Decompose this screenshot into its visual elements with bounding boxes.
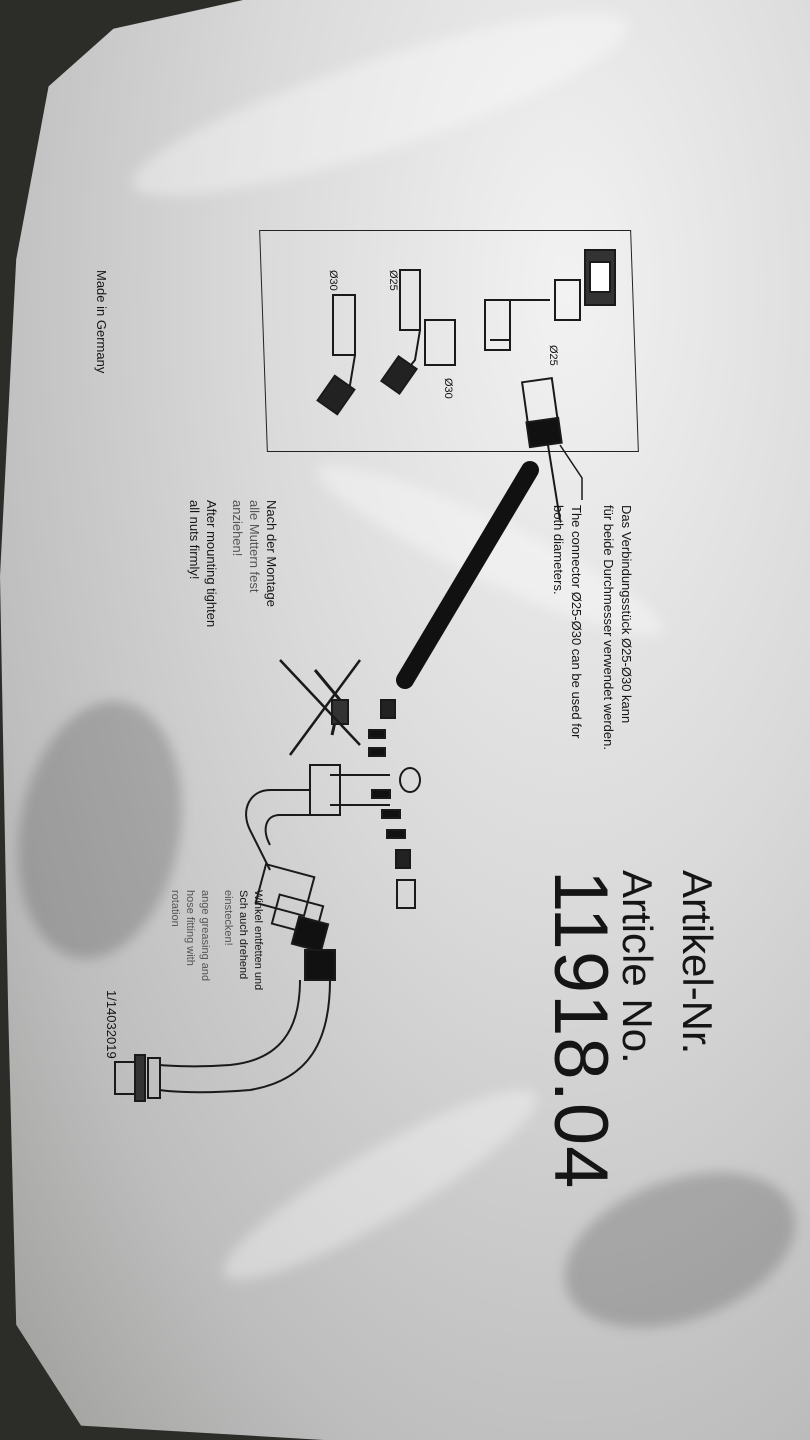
inset-elbow-d25: [379, 269, 421, 395]
hose-pointer: [559, 444, 583, 500]
siphon-trap: [245, 764, 390, 953]
crossed-out-elbow: [279, 659, 362, 756]
inset-elbow-d30: [316, 294, 356, 416]
drain-hose: [396, 461, 539, 689]
outlet-hose: [114, 949, 336, 1102]
hose-connector: [520, 376, 563, 521]
nuts-and-washers: [368, 699, 421, 909]
inset-spigot-drawing: [424, 249, 616, 366]
